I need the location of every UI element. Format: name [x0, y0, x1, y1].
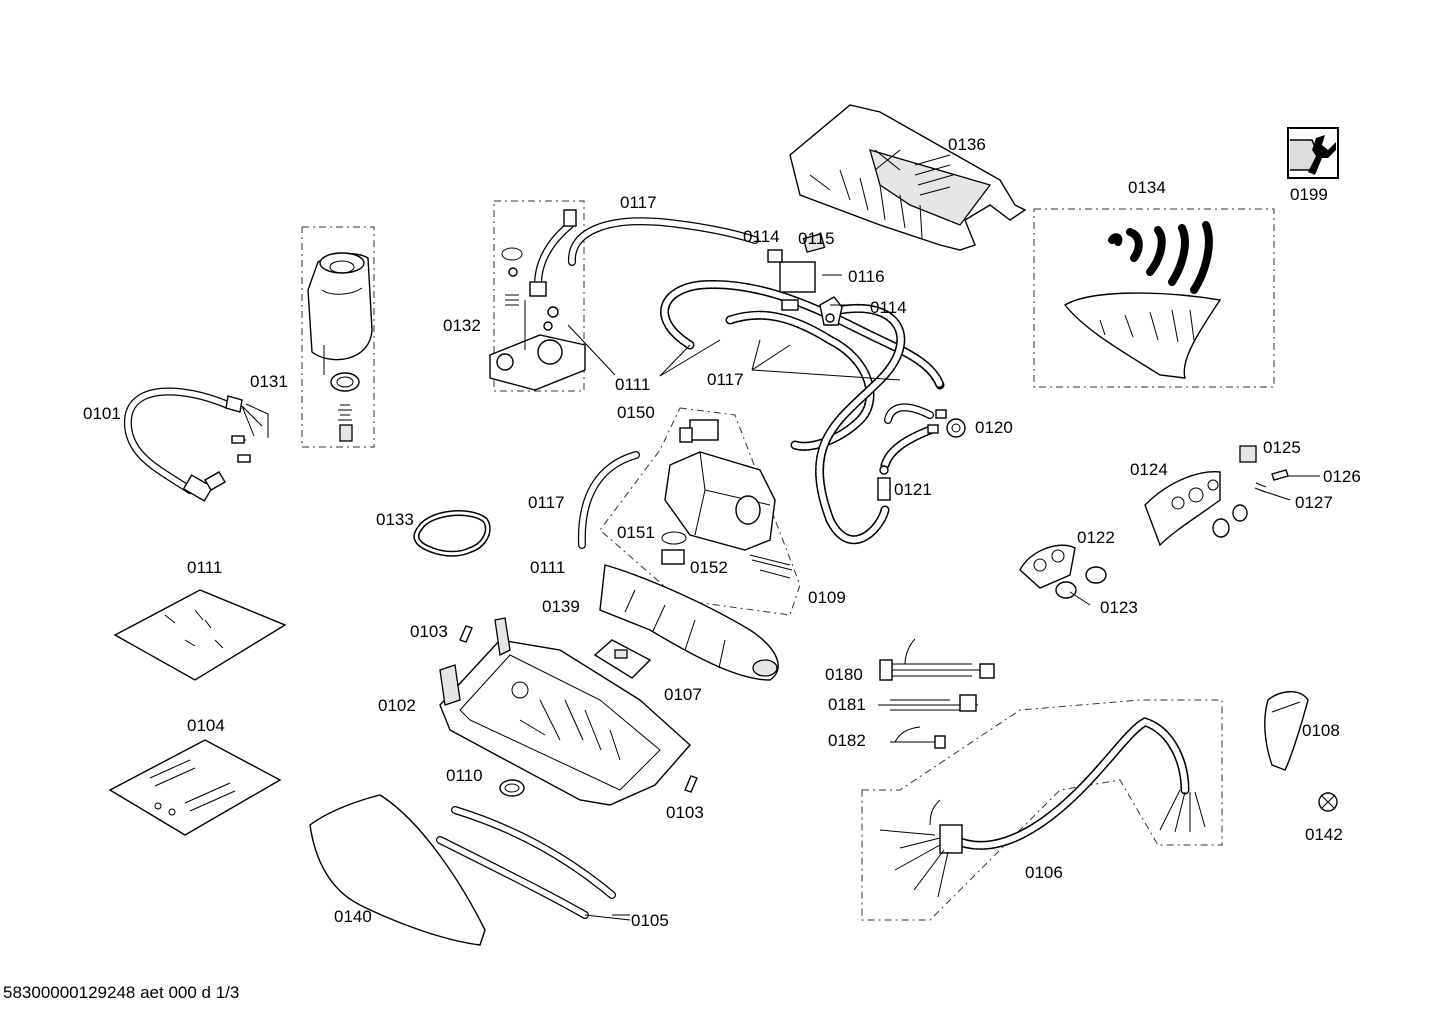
label-0132: 0132 [443, 316, 481, 335]
label-0120: 0120 [975, 418, 1013, 437]
label-0102: 0102 [378, 696, 416, 715]
label-0121: 0121 [894, 480, 932, 499]
label-0127: 0127 [1295, 493, 1333, 512]
label-0116: 0116 [848, 267, 885, 286]
label-0110: 0110 [446, 766, 483, 785]
label-0123: 0123 [1100, 598, 1138, 617]
part-0101-power-cord [123, 387, 269, 502]
label-0117-a: 0117 [620, 193, 657, 212]
part-0109-boiler [661, 419, 793, 579]
part-0131-group-outline [301, 226, 375, 448]
label-0106: 0106 [1025, 863, 1063, 882]
part-0110-seal-ring [499, 779, 525, 797]
label-0111-c: 0111 [187, 558, 222, 577]
label-0151: 0151 [617, 523, 655, 542]
part-0132-pump-assembly [489, 209, 586, 391]
part-0102-base-housing [439, 617, 691, 806]
part-0106-group-outline [861, 699, 1223, 921]
part-0131-water-tank [307, 252, 373, 442]
label-0133: 0133 [376, 510, 414, 529]
part-0126-pin [1271, 469, 1289, 481]
label-0115: 0115 [798, 229, 835, 248]
part-0104-screw-bag [108, 739, 282, 836]
part-0109-group-outline [599, 407, 801, 616]
label-0142: 0142 [1305, 825, 1343, 844]
part-0123-push-buttons [1055, 566, 1107, 599]
part-0115-solenoid-valve [767, 233, 843, 326]
part-0122-switch-holder [1019, 544, 1076, 589]
label-0117-c: 0117 [528, 493, 565, 512]
part-0117-silicone-hose-short [577, 451, 640, 549]
label-0104: 0104 [187, 716, 225, 735]
part-0133-gasket [413, 510, 491, 557]
label-0139: 0139 [542, 597, 580, 616]
label-0114-a: 0114 [743, 227, 780, 246]
label-0152: 0152 [690, 558, 728, 577]
label-0126: 0126 [1323, 467, 1361, 486]
part-0107-circuit-board [593, 639, 652, 679]
label-0125: 0125 [1263, 438, 1301, 457]
label-0124: 0124 [1130, 460, 1168, 479]
label-0111-a: 0111 [615, 375, 650, 394]
label-0101: 0101 [83, 404, 121, 423]
label-0150: 0150 [617, 403, 655, 422]
part-0125-knob [1239, 445, 1257, 463]
label-0111-b: 0111 [530, 558, 565, 577]
part-0103-screw-a [459, 625, 473, 643]
label-0182: 0182 [828, 731, 866, 750]
label-0136: 0136 [948, 135, 986, 154]
part-0134-soleplate [1063, 221, 1222, 379]
part-0134-group-outline [1033, 208, 1275, 388]
part-0117-silicone-hose-top [567, 217, 759, 266]
wrench-nut-icon [1287, 127, 1339, 179]
label-0180: 0180 [825, 665, 863, 684]
label-0181: 0181 [828, 695, 866, 714]
part-0132-group-outline [493, 200, 585, 392]
part-0140-side-cover [309, 794, 486, 946]
part-0181-wire-harness [878, 694, 978, 712]
part-0121-fitting [877, 465, 891, 501]
label-0107: 0107 [664, 685, 702, 704]
part-0117-braided-hoses [660, 279, 945, 545]
label-0114-b: 0114 [870, 298, 907, 317]
part-0105-seal-strips [436, 806, 616, 919]
label-0103-a: 0103 [410, 622, 448, 641]
document-id-footer: 58300000129248 aet 000 d 1/3 [3, 983, 239, 1002]
label-0131: 0131 [250, 372, 288, 391]
part-0108-handle-end [1264, 691, 1309, 771]
label-0103-b: 0103 [666, 803, 704, 822]
label-0105: 0105 [631, 911, 669, 930]
part-0139-handle-cover [599, 564, 779, 681]
label-0108: 0108 [1302, 721, 1340, 740]
label-0199: 0199 [1290, 185, 1328, 204]
part-0182-wire-harness [890, 726, 946, 749]
part-0136-housing-cover [789, 104, 1027, 251]
part-0120-connector [927, 409, 966, 438]
leader-lines [567, 274, 1320, 921]
label-0109: 0109 [808, 588, 846, 607]
part-0124-control-panel [1144, 471, 1248, 547]
label-0122: 0122 [1077, 528, 1115, 547]
part-0142-small-clip [1318, 792, 1338, 812]
label-0117-b: 0117 [707, 370, 744, 389]
label-0140: 0140 [334, 907, 372, 926]
part-0111-clip-bag [113, 589, 287, 681]
part-0106-cord-assembly [879, 717, 1206, 898]
part-0180-wire-harness [879, 638, 995, 681]
label-0134: 0134 [1128, 178, 1166, 197]
part-0103-screw-b [684, 775, 698, 793]
